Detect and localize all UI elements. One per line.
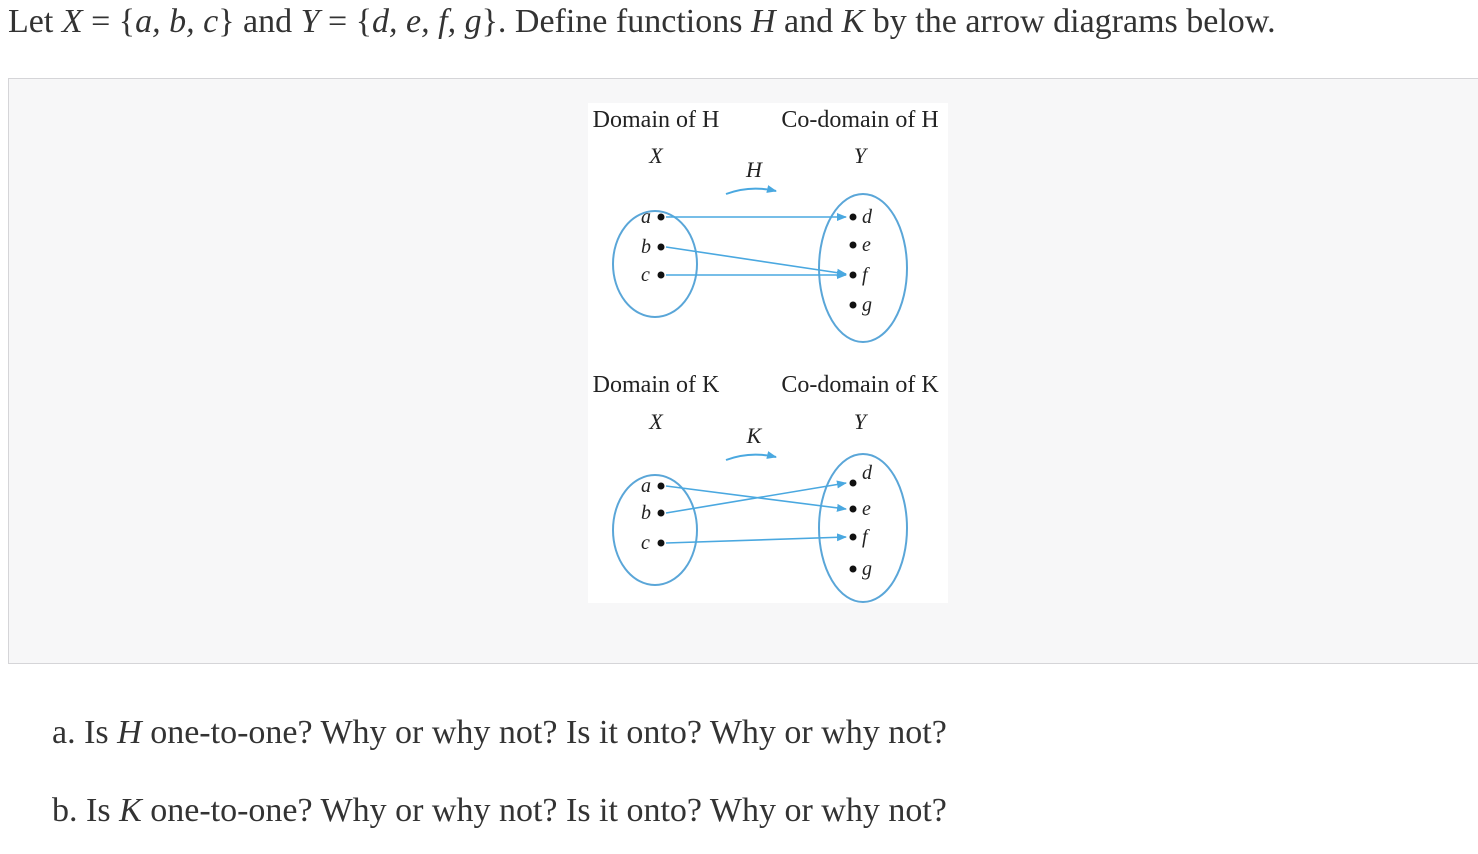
h-element-f: f — [862, 264, 870, 286]
k-dot-g — [849, 565, 857, 573]
k-dot-c — [657, 539, 665, 547]
h-dot-d — [849, 213, 857, 221]
h-dot-e — [849, 241, 857, 249]
h-element-c: c — [641, 264, 650, 286]
k-codomain-elements: d e f g — [849, 462, 873, 580]
k-element-a: a — [641, 475, 651, 497]
h-arrow-b-to-f — [665, 246, 847, 277]
k-codomain-oval — [818, 453, 908, 603]
h-dot-b — [657, 243, 665, 251]
h-function-label: H — [745, 157, 763, 182]
h-element-e: e — [862, 234, 871, 256]
k-element-c: c — [641, 532, 650, 554]
k-direction-arrow — [725, 451, 777, 461]
k-dot-e — [849, 505, 857, 513]
k-domain-oval — [612, 474, 698, 586]
h-codomain-oval — [818, 193, 908, 343]
h-codomain-elements: d e f g — [849, 206, 873, 316]
h-dot-g — [849, 301, 857, 309]
h-domain-title: Domain of H — [593, 107, 720, 133]
k-mapping-arrows — [665, 480, 847, 544]
h-dot-c — [657, 271, 665, 279]
k-dot-f — [849, 533, 857, 541]
k-element-b: b — [641, 502, 651, 524]
k-domain-title: Domain of K — [593, 372, 720, 398]
k-element-g: g — [862, 558, 872, 580]
h-mapping-arrows — [665, 213, 847, 279]
h-element-d: d — [862, 206, 873, 228]
h-codomain-title: Co-domain of H — [781, 107, 938, 133]
arrow-diagrams-svg: Domain of H Co-domain of H X Y H a b c d… — [593, 107, 939, 603]
k-domain-elements: a b c — [641, 475, 665, 554]
k-dot-b — [657, 509, 665, 517]
k-element-f: f — [862, 526, 870, 548]
arrow-diagrams: Domain of H Co-domain of H X Y H a b c d… — [588, 103, 948, 603]
k-dot-d — [849, 479, 857, 487]
k-arrow-c-to-f — [665, 533, 847, 544]
h-domain-oval — [612, 210, 698, 318]
h-element-g: g — [862, 294, 872, 316]
h-dot-a — [657, 213, 665, 221]
h-domain-elements: a b c — [641, 206, 665, 286]
k-function-label: K — [746, 423, 763, 448]
h-codomain-set-label: Y — [854, 143, 869, 168]
question-b: b. Is K one-to-one? Why or why not? Is i… — [52, 792, 947, 829]
k-arrow-b-to-d — [665, 480, 847, 514]
k-element-d: d — [862, 462, 873, 484]
k-codomain-title: Co-domain of K — [781, 372, 939, 398]
k-codomain-set-label: Y — [854, 409, 869, 434]
h-dot-f — [849, 271, 857, 279]
question-a: a. Is H one-to-one? Why or why not? Is i… — [52, 714, 947, 751]
k-dot-a — [657, 482, 665, 490]
h-element-b: b — [641, 236, 651, 258]
h-direction-arrow — [725, 185, 777, 195]
problem-statement: Let X = {a, b, c} and Y = {d, e, f, g}. … — [8, 3, 1276, 40]
k-element-e: e — [862, 498, 871, 520]
h-element-a: a — [641, 206, 651, 228]
k-domain-set-label: X — [648, 409, 664, 434]
h-domain-set-label: X — [648, 143, 664, 168]
